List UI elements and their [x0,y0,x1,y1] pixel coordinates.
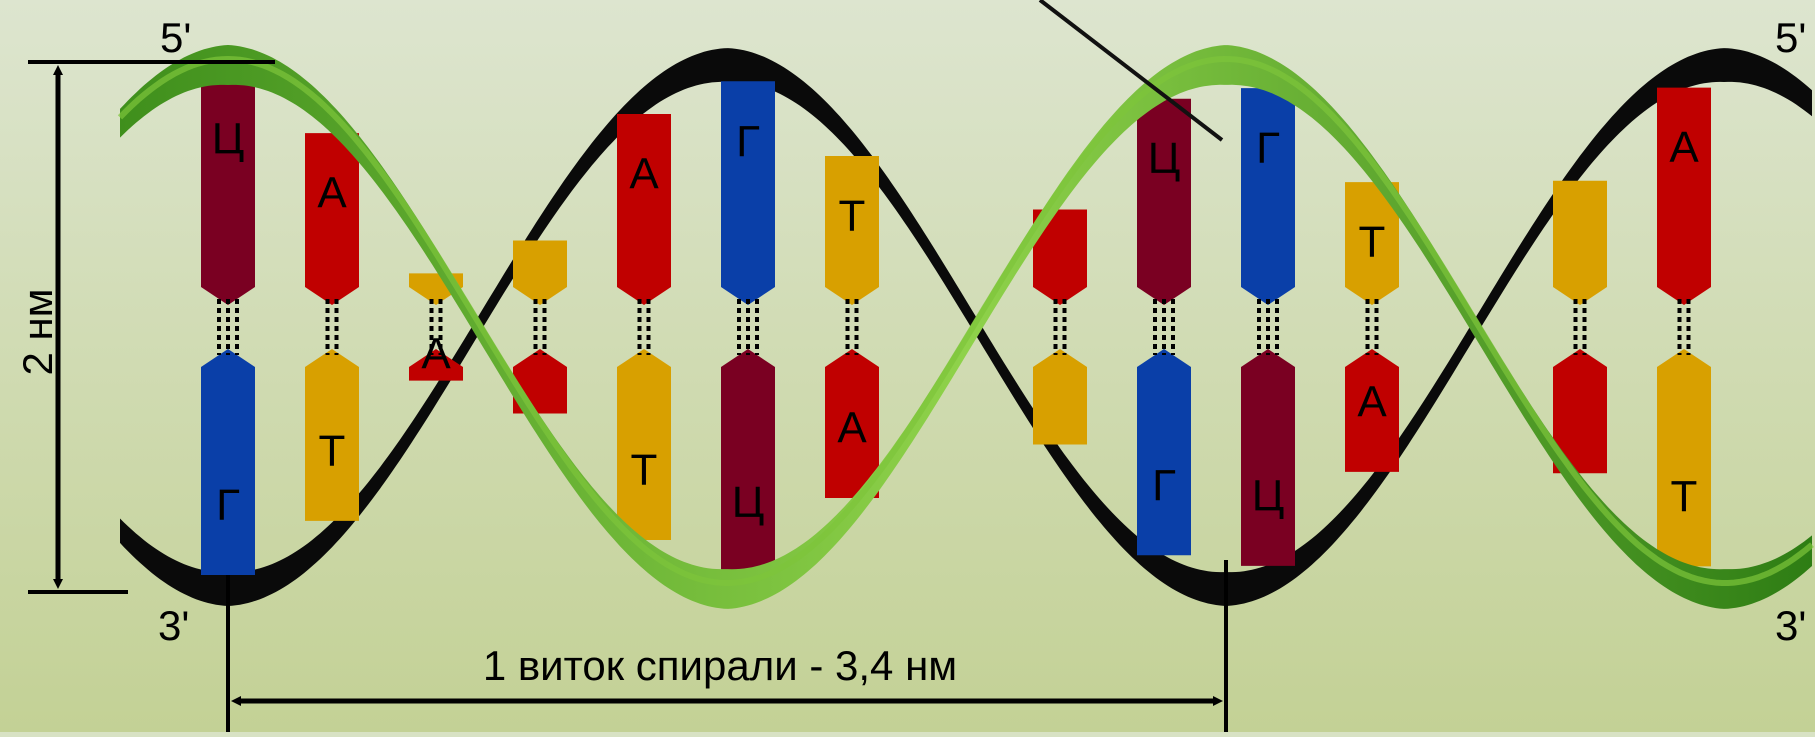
base-bottom [1137,349,1191,555]
base-bottom [617,349,671,540]
base-bottom-letter: Т [631,446,658,495]
base-top-letter: Т [1359,218,1386,267]
base-top-letter: Ц [212,115,245,164]
base-top-letter: А [1669,123,1699,172]
base-bottom [1033,349,1087,444]
base-top [1657,88,1711,305]
base-top-letter: Ц [1148,134,1181,183]
base-bottom-letter: Т [1671,472,1698,521]
base-top [201,79,255,305]
base-bottom-letter: Г [216,481,240,530]
base-top [305,133,359,305]
base-top-letter: Г [1256,124,1280,173]
base-bottom-letter: А [421,329,451,378]
base-top-letter: А [629,149,659,198]
label-3prime-right: 3' [1775,602,1806,649]
base-bottom-letter: А [1357,377,1387,426]
label-3prime-left: 3' [158,602,189,649]
turn-length-label: 1 виток спирали - 3,4 нм [483,642,957,689]
base-bottom [1241,349,1295,566]
base-bottom-letter: А [837,403,867,452]
base-top-letter: Г [736,117,760,166]
base-bottom-letter: Г [1152,461,1176,510]
base-top [1137,99,1191,305]
label-5prime-left: 5' [160,14,191,61]
base-top [721,81,775,305]
base-top-letter: Т [839,192,866,241]
base-bottom [201,349,255,575]
base-bottom [1657,349,1711,566]
base-top [1241,88,1295,305]
diameter-label: 2 нм [14,288,61,375]
base-bottom [721,349,775,573]
base-top [617,114,671,305]
base-top [1553,181,1607,305]
base-bottom-letter: Ц [1252,471,1285,520]
base-bottom-letter: Т [319,426,346,475]
label-5prime-right: 5' [1775,14,1806,61]
base-bottom-letter: Ц [732,478,765,527]
base-top-letter: А [317,169,347,218]
